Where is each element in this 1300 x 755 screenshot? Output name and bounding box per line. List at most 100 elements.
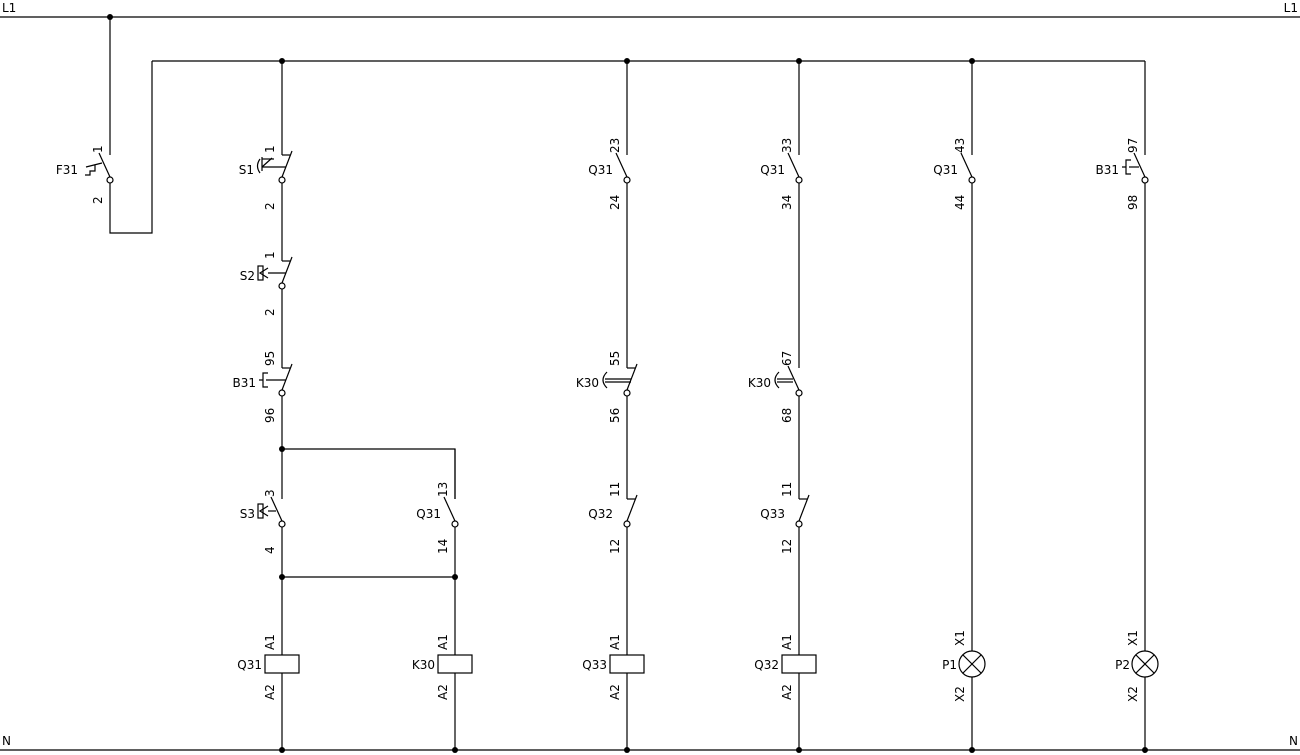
contact-terminal [968,176,976,184]
thermal-icon [259,372,268,388]
pin-label-bottom: 2 [263,308,277,316]
device-label: S3 [240,507,255,521]
rail-n-right: N [1289,734,1298,748]
contact-lever [626,494,638,522]
contact-lever [281,363,293,391]
pin-label-bottom: 4 [263,546,277,554]
device-label: B31 [232,376,256,390]
device-label: P2 [1115,658,1130,672]
junction-dot [107,14,113,20]
contact-terminal [278,282,286,290]
thermal-icon [1122,159,1131,175]
contact-lever [960,152,973,178]
contact-terminal [1141,176,1149,184]
junction-dot [1142,747,1148,753]
pin-label-top: X1 [953,630,967,646]
contact-lever [1133,152,1146,178]
contact-lever [787,365,800,391]
contact-lever [626,363,638,391]
rail-n-left: N [2,734,11,748]
pin-label-top: 33 [780,138,794,153]
junction-dot [279,58,285,64]
device-label: K30 [748,376,771,390]
pin-label-top: 3 [263,489,277,497]
actuator [261,157,273,168]
pin-label-top: 23 [608,138,622,153]
contact-terminal [278,389,286,397]
pin-label-top: 11 [608,482,622,497]
pin-label-bottom: A2 [263,684,277,700]
contact-terminal [623,176,631,184]
pin-label-bottom: 56 [608,408,622,423]
coil-icon [437,654,473,674]
pin-label-top: X1 [1126,630,1140,646]
junction-dot [796,58,802,64]
device-label: Q31 [933,163,958,177]
junction-dot [279,446,285,452]
mushroom-icon [256,158,261,174]
contact-terminal [795,176,803,184]
pin-label-top: A1 [780,634,794,650]
pin-label-bottom: 44 [953,195,967,210]
pin-label-bottom: A2 [436,684,450,700]
contact-terminal [623,520,631,528]
contact-lever [281,150,293,178]
contact-terminal [278,520,286,528]
coil-icon [609,654,645,674]
device-label: Q33 [760,507,785,521]
contact-terminal [106,176,114,184]
pin-label-bottom: 14 [436,539,450,554]
contact-lever [270,496,283,522]
pin-label-top: A1 [608,634,622,650]
contact-q31-23: 23 24 Q31 [588,138,631,210]
device-label: P1 [942,658,957,672]
rail-l1-left: L1 [2,1,16,15]
wire [109,61,153,234]
pin-label-top: 97 [1126,138,1140,153]
lamp-cross [1135,654,1155,674]
pin-label-top: 55 [608,351,622,366]
pin-label-bottom: 34 [780,195,794,210]
contact-terminal [278,176,286,184]
device-label: Q31 [588,163,613,177]
junction-dot [279,747,285,753]
pin-label-top: 95 [263,351,277,366]
device-label: K30 [576,376,599,390]
key-icon [257,265,264,281]
key-icon [258,267,269,279]
pin-label-bottom: A2 [780,684,794,700]
contact-s3-3: 3 4 S3 [240,489,286,554]
pin-label-bottom: 96 [263,408,277,423]
pin-label-bottom: 24 [608,195,622,210]
coil-icon [264,654,300,674]
junction-dot [796,747,802,753]
device-label: S1 [239,163,254,177]
key-icon [258,505,269,517]
contact-lever [615,152,628,178]
pin-label-top: 43 [953,138,967,153]
device-label: F31 [56,163,78,177]
junction-dot [624,58,630,64]
key-icon [257,503,264,519]
pin-label-bottom: 2 [91,196,105,204]
contact-terminal [795,389,803,397]
lamp-cross [962,654,982,674]
contact-q31-43: 43 44 Q31 [933,138,976,210]
junction-dot [452,747,458,753]
timer-icon [602,371,608,389]
junction-dot [279,574,285,580]
branch-wire [282,448,456,499]
